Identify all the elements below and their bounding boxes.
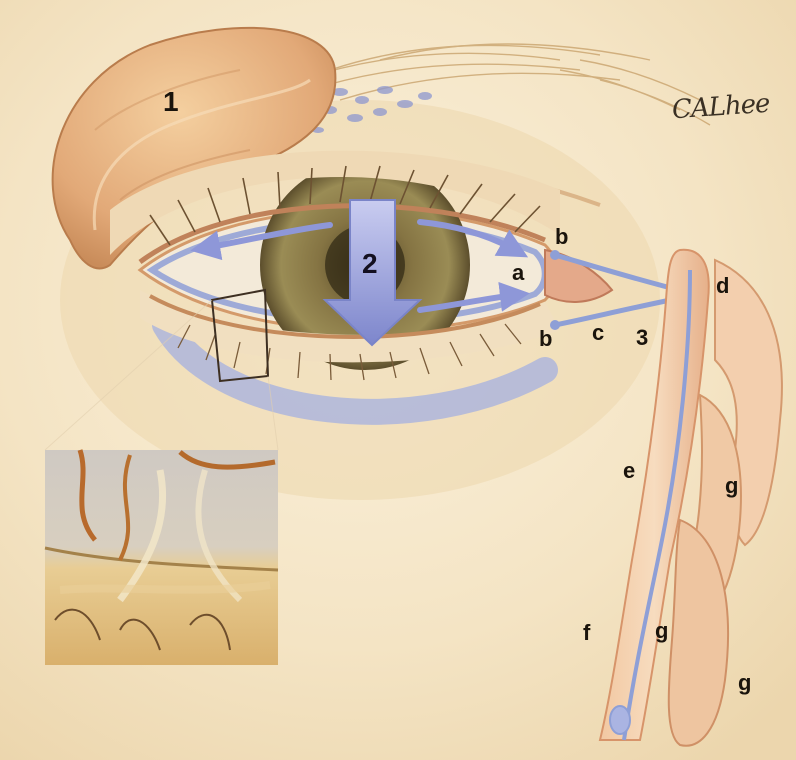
label-d-lacrimal-sac: d bbox=[716, 275, 729, 297]
upper-punctum bbox=[550, 250, 560, 260]
label-b-upper-punctum: b bbox=[555, 226, 568, 248]
label-lacrimal-drainage: 3 bbox=[636, 327, 648, 349]
label-g-middle-turbinate: g bbox=[655, 620, 668, 642]
label-g-inferior-turbinate: g bbox=[738, 672, 751, 694]
duct-opening bbox=[610, 706, 630, 734]
label-a-caruncle: a bbox=[512, 262, 524, 284]
inset-view bbox=[45, 450, 278, 665]
label-blink-pump: 2 bbox=[362, 250, 378, 278]
label-lacrimal-gland: 1 bbox=[163, 88, 179, 116]
label-g-upper-turbinate: g bbox=[725, 475, 738, 497]
label-f-duct-opening: f bbox=[583, 622, 590, 644]
label-b-lower-punctum: b bbox=[539, 328, 552, 350]
label-e-nasolacrimal-duct: e bbox=[623, 460, 635, 482]
label-c-canaliculus: c bbox=[592, 322, 604, 344]
